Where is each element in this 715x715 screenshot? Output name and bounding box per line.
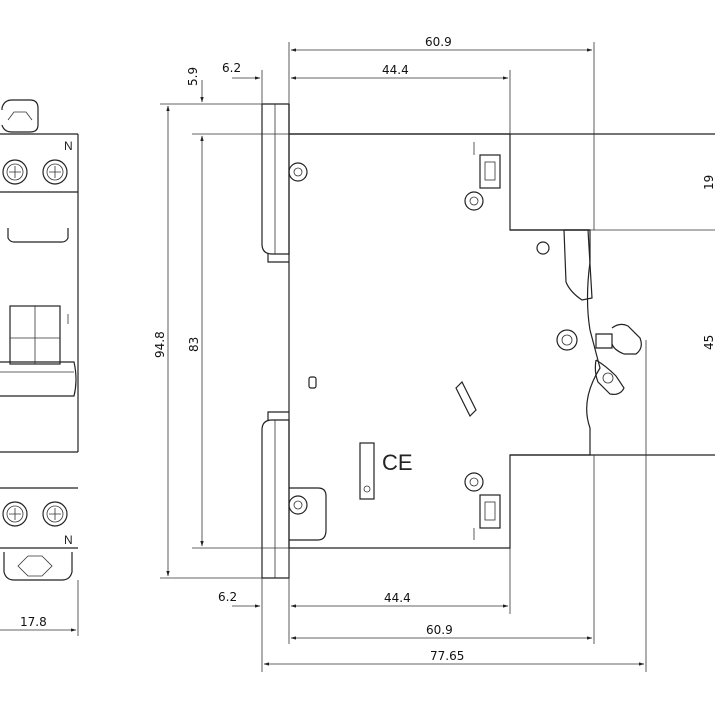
dim-right-45: 45 <box>702 335 715 350</box>
side-body-outline <box>288 104 601 549</box>
top-terminal-screws <box>2 159 68 185</box>
dim-left-83: 83 <box>187 337 201 352</box>
dim-bottom-77-65: 77.65 <box>430 649 464 663</box>
dim-17-8: 17.8 <box>20 615 47 629</box>
terminal-label-top: N <box>64 139 73 153</box>
side-view: CE 60.9 44.4 6.2 5.9 94.8 <box>153 35 715 672</box>
terminal-label-bottom: N <box>64 533 73 547</box>
dim-bottom-44-4: 44.4 <box>384 591 411 605</box>
bottom-terminal-screws <box>2 501 68 527</box>
dim-top-60-9: 60.9 <box>425 35 452 49</box>
toggle-lever <box>0 305 77 397</box>
dim-left-94-8: 94.8 <box>153 331 167 358</box>
dim-bottom-6-2: 6.2 <box>218 590 237 604</box>
dim-right-19: 19 <box>702 175 715 190</box>
side-lever <box>563 229 642 395</box>
dim-top-6-2: 6.2 <box>222 61 241 75</box>
front-view: N N 17.8 <box>0 99 79 636</box>
rivets <box>288 162 578 515</box>
dim-top-44-4: 44.4 <box>382 63 409 77</box>
ce-mark: CE <box>382 450 413 475</box>
dim-bottom-60-9: 60.9 <box>426 623 453 637</box>
dim-left-5-9: 5.9 <box>186 67 200 86</box>
